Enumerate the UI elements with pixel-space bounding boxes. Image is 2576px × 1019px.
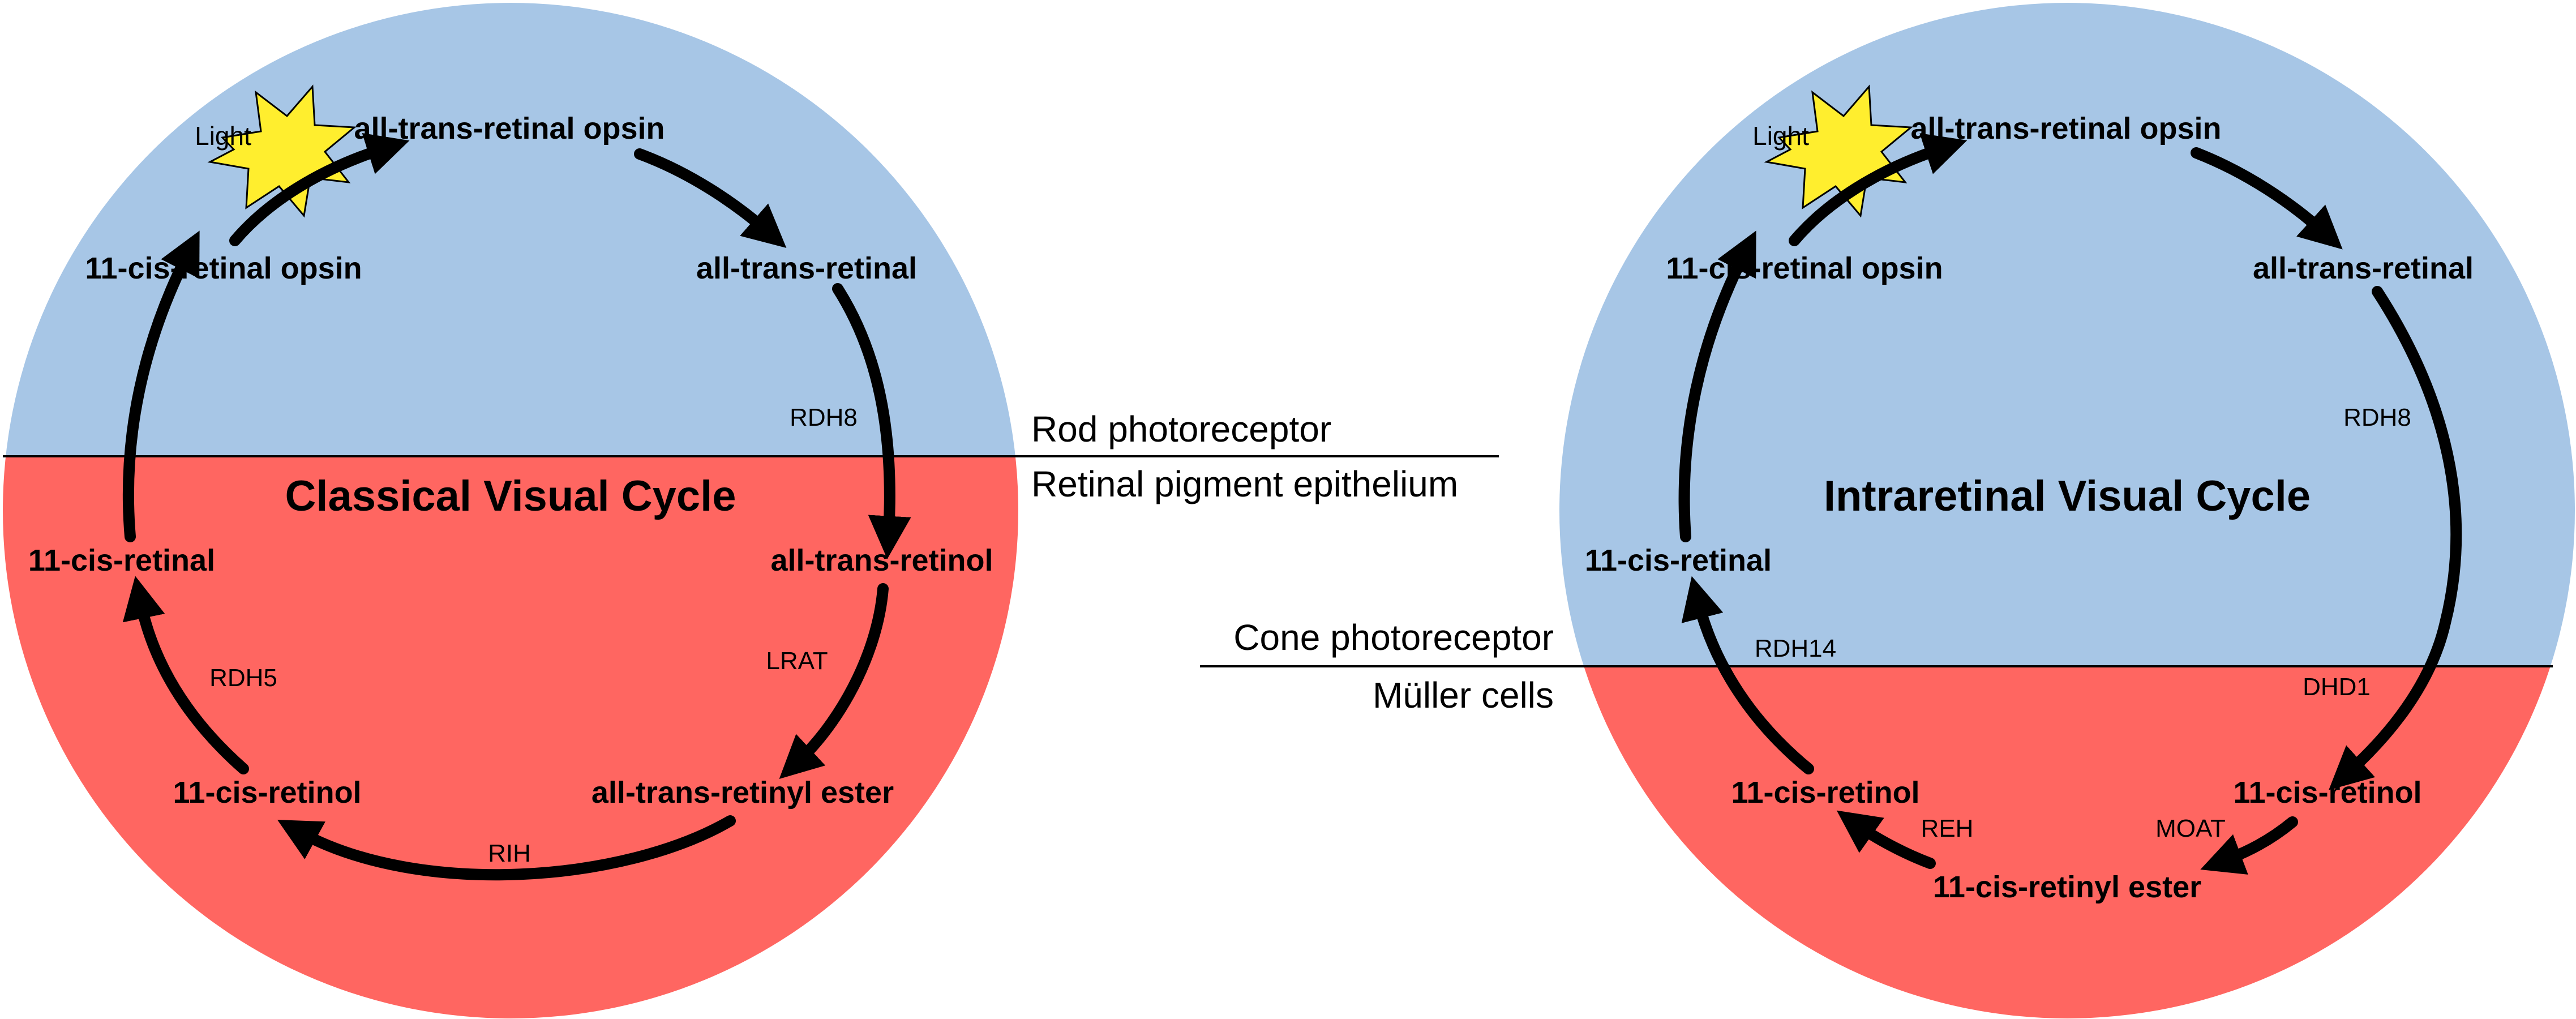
- node-11-cis-retinal: 11-cis-retinal: [28, 543, 215, 577]
- light-star-icon: Light: [1752, 84, 1913, 218]
- node-all-trans-retinol: all-trans-retinol: [770, 543, 993, 577]
- region-label-retinal-pigment-epithelium: Retinal pigment epithelium: [1031, 464, 1458, 504]
- node-11-cis-retinal-opsin: 11-cis-retinal opsin: [1666, 251, 1943, 285]
- arrow-trans-retinal-to-cis-retinol: [2329, 286, 2462, 790]
- node-11-cis-retinol-right: 11-cis-retinol: [2233, 776, 2421, 810]
- rod-photoreceptor-region: [3, 3, 1018, 457]
- node-all-trans-retinyl-ester: all-trans-retinyl ester: [592, 776, 894, 810]
- enzyme-rdh5: RDH5: [209, 664, 277, 692]
- arrow-cis-retinol-to-cis-retinal: [122, 576, 249, 774]
- retinal-pigment-epithelium-region: [3, 457, 1018, 1018]
- classical-cycle: Light 11-cis-retinal opsin all-trans-ret…: [3, 3, 1018, 1018]
- intraretinal-arrows: [1678, 133, 2462, 875]
- arrow-trans-retinol-to-trans-ester: [779, 583, 889, 780]
- arrow-trans-opsin-to-trans-retinal: [634, 148, 787, 248]
- node-all-trans-retinal: all-trans-retinal: [696, 251, 917, 285]
- node-all-trans-retinal: all-trans-retinal: [2253, 251, 2474, 285]
- node-11-cis-retinyl-ester: 11-cis-retinyl ester: [1933, 870, 2201, 904]
- arrow-cis-retinol-to-cis-ester: [2200, 816, 2298, 875]
- node-11-cis-retinol-left: 11-cis-retinol: [1731, 776, 1919, 810]
- node-11-cis-retinal-opsin: 11-cis-retinal opsin: [85, 251, 362, 285]
- node-11-cis-retinal: 11-cis-retinal: [1585, 543, 1772, 577]
- enzyme-dhd1: DHD1: [2303, 673, 2371, 701]
- arrow-cis-retinol-to-cis-retinal: [1681, 576, 1814, 774]
- arrow-trans-retinal-to-trans-retinol: [832, 283, 911, 559]
- light-label: Light: [1752, 121, 1809, 151]
- arrow-cis-ester-to-cis-retinol: [1836, 810, 1936, 869]
- node-all-trans-retinal-opsin: all-trans-retinal opsin: [1910, 112, 2221, 145]
- arrow-cis-retinal-to-cis-opsin: [1678, 230, 1756, 542]
- enzyme-moat: MOAT: [2155, 815, 2226, 842]
- arrow-cis-opsin-to-trans-opsin: [1789, 133, 1968, 246]
- enzyme-rdh8-right: RDH8: [2343, 404, 2411, 431]
- enzyme-reh: REH: [1921, 815, 1974, 842]
- classical-title: Classical Visual Cycle: [285, 472, 736, 520]
- region-label-muller-cells: Müller cells: [1373, 675, 1554, 716]
- region-label-rod-photoreceptor: Rod photoreceptor: [1031, 409, 1331, 449]
- classical-arrows: [122, 132, 911, 881]
- intraretinal-cycle: Light 11-cis-retinal opsin all-trans-ret…: [1559, 3, 2575, 1018]
- enzyme-rih: RIH: [488, 840, 531, 867]
- enzyme-lrat: LRAT: [766, 647, 828, 675]
- light-star-icon: Light: [195, 84, 357, 218]
- arrow-cis-opsin-to-trans-opsin: [229, 132, 410, 246]
- node-all-trans-retinal-opsin: all-trans-retinal opsin: [354, 112, 665, 145]
- node-11-cis-retinol: 11-cis-retinol: [173, 776, 361, 810]
- intraretinal-title: Intraretinal Visual Cycle: [1824, 472, 2311, 520]
- arrow-trans-opsin-to-trans-retinal: [2191, 147, 2343, 250]
- arrow-trans-ester-to-cis-retinol: [277, 815, 736, 881]
- enzyme-rdh8-left: RDH8: [790, 404, 858, 431]
- muller-cells-region: [1559, 666, 2575, 1018]
- region-label-cone-photoreceptor: Cone photoreceptor: [1233, 617, 1554, 658]
- enzyme-rdh14: RDH14: [1755, 635, 1836, 662]
- light-label: Light: [195, 121, 251, 151]
- arrow-cis-retinal-to-cis-opsin: [122, 230, 200, 542]
